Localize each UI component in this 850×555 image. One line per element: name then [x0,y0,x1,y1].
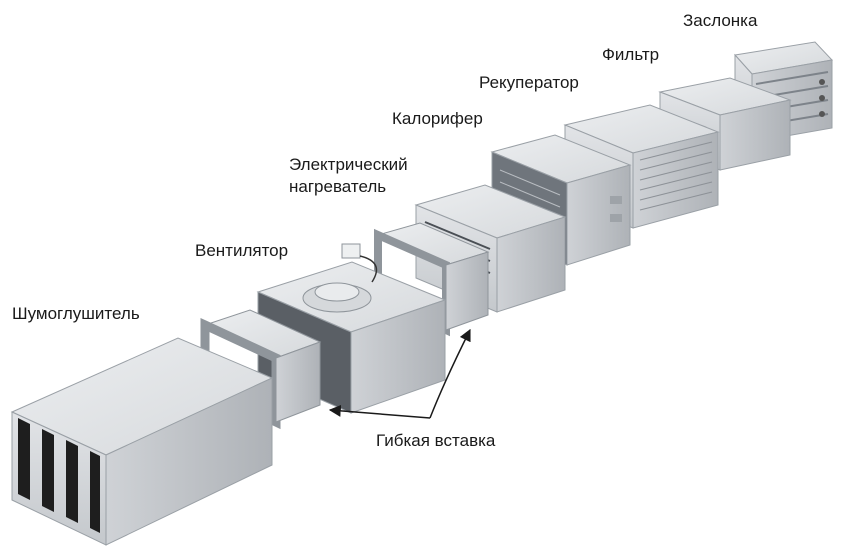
silencer-baffles [18,418,100,533]
label-recuperator: Рекуператор [479,73,579,92]
label-flexible-insert: Гибкая вставка [376,431,496,450]
label-air-heater: Калорифер [392,109,483,128]
label-filter: Фильтр [602,45,660,64]
label-electric-heater: Электрический нагреватель [289,155,408,196]
label-silencer: Шумоглушитель [12,304,140,323]
fan-unit [256,243,447,414]
fan-junction-box [341,243,361,259]
flexible-insert-arrow-right [429,328,471,419]
flexible-insert-arrow-left [328,404,431,419]
silencer-unit [10,337,274,546]
flexible-insert-lower [200,309,322,430]
recuperator-fins [639,141,713,211]
label-fan: Вентилятор [195,241,289,260]
label-damper: Заслонка [683,11,758,30]
